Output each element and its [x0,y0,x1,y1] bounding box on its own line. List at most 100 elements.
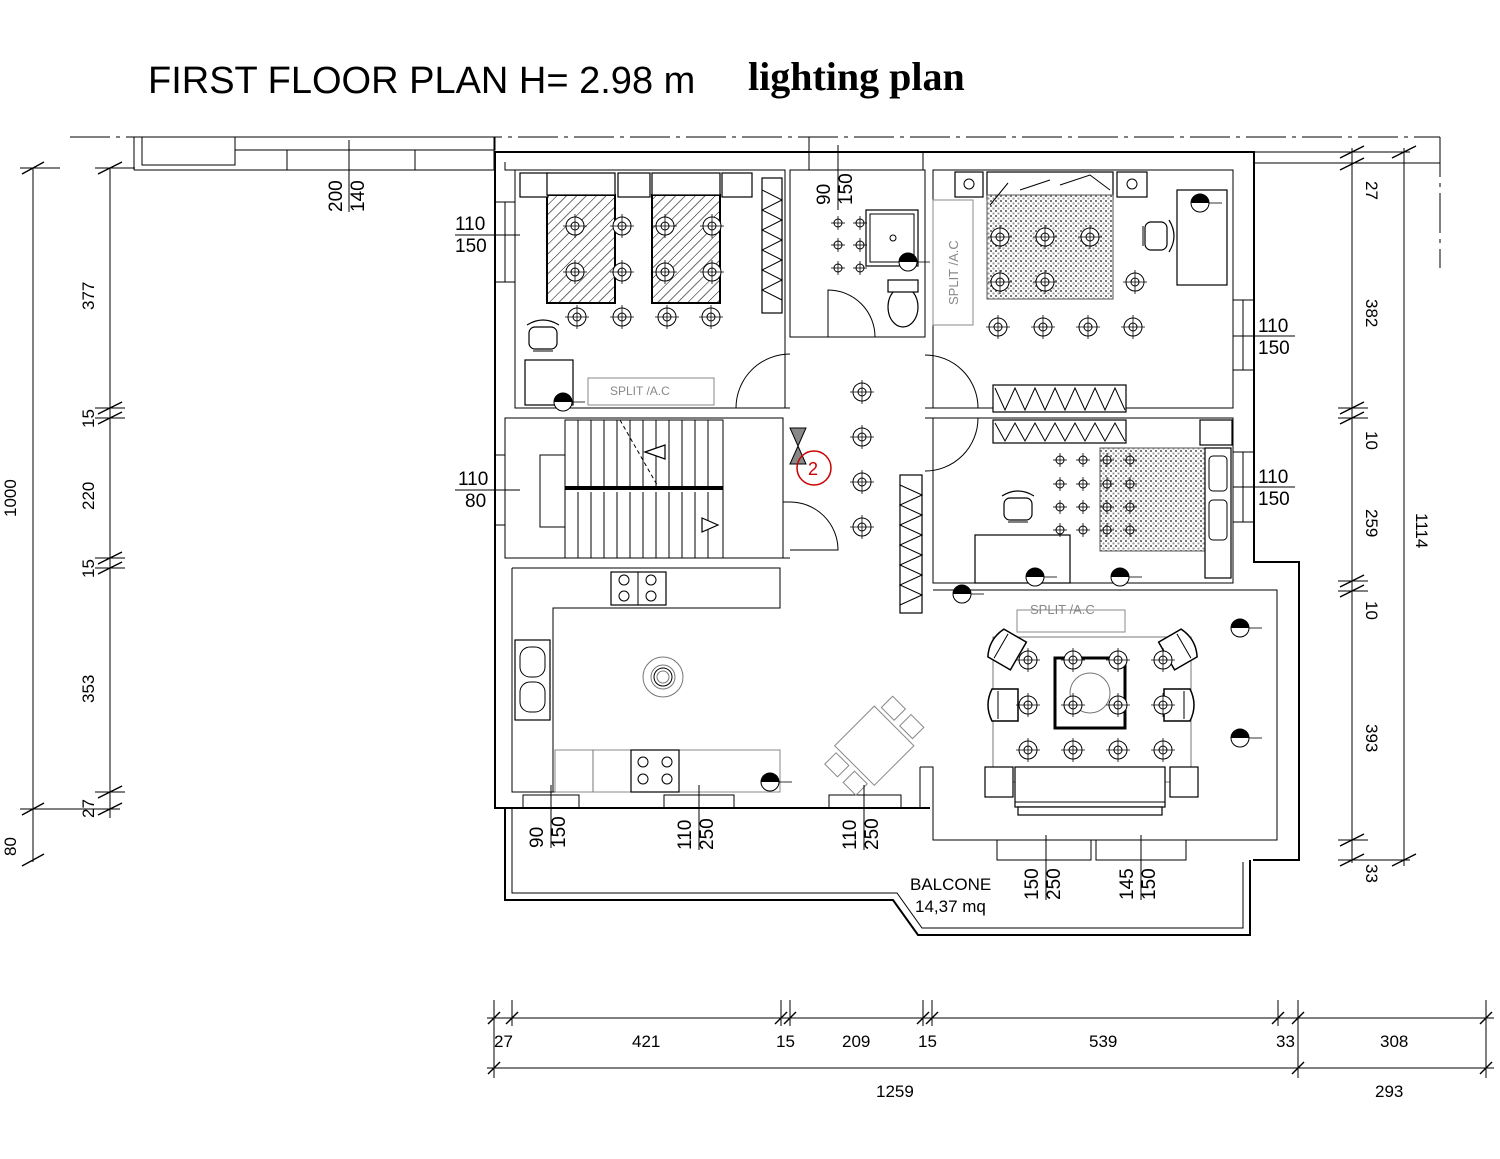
ceiling-light-icon [1015,737,1041,763]
opening-bottom-value: 150 [1258,489,1290,510]
ceiling-light-icon [1120,314,1146,340]
door-swings [735,289,979,559]
opening-bottom-value: 250 [697,818,718,850]
pendant-light-icon [653,667,673,687]
opening-bottom-value: 80 [465,491,486,512]
opening-top-value: 90 [814,184,835,205]
dimension-value: 15 [918,1032,937,1051]
ceiling-light-icon [985,314,1011,340]
spot-light-icon [830,215,846,231]
opening-annotations: 200 140 90 150 110 150 110 150 110 80 11… [326,140,1295,900]
stairs [539,419,724,559]
ceiling-light-icon [1105,737,1131,763]
balcony: BALCONE 14,37 mq [504,808,1251,936]
master-bedroom [954,171,1228,413]
dimension-value: 220 [79,482,98,510]
dimension-value: 1000 [1,479,20,517]
balcony-label: BALCONE [910,875,991,894]
plan-subtitle: lighting plan [748,54,965,99]
dimension-value: 259 [1362,509,1381,537]
dimension-value: 539 [1089,1032,1117,1051]
site-boundary [70,136,1441,268]
spot-light-icon [852,260,868,276]
dimension-value: 1259 [876,1082,914,1101]
living-room: SPLIT /A.C [824,602,1202,816]
ceiling-light-icon [1150,737,1176,763]
opening-bottom-value: 150 [1258,338,1290,359]
dining-set-ghost [824,695,925,796]
dimension-value: 382 [1362,299,1381,327]
opening-top-value: 200 [326,180,347,212]
ceiling-light-icon [564,304,590,330]
bedroom-3 [898,419,1233,614]
ceiling-light-icon [1060,647,1086,673]
opening-bottom-value: 250 [1044,868,1065,900]
dimension-value: 33 [1362,864,1381,883]
ceiling-light-icon [698,304,724,330]
dimension-value: 1114 [1412,513,1431,548]
opening-top-value: 150 [1022,868,1043,900]
split-ac-label-3: SPLIT /A.C [1030,602,1095,617]
dimension-value: 293 [1375,1082,1403,1101]
lighting-fixtures [553,193,1263,792]
opening-top-value: 110 [458,469,488,490]
split-ac-label-2: SPLIT /A.C [946,240,961,305]
opening-bottom-value: 150 [1139,868,1160,900]
ceiling-light-icon [849,424,875,450]
split-ac-label-1: SPLIT /A.C [610,384,670,398]
spot-light-icon [1075,522,1091,538]
ceiling-light-icon [1015,692,1041,718]
kitchen [514,571,781,793]
opening-bottom-value: 150 [836,173,857,205]
spot-light-icon [830,260,846,276]
balcony-area: 14,37 mq [915,897,986,916]
dimension-value: 15 [776,1032,795,1051]
dimension-value: 377 [79,282,98,310]
circuit-number-icon [796,450,832,486]
bottom-dimensions: 27 421 15 209 15 539 33 308 1259 293 [487,1000,1494,1101]
wall-light-icon [1230,728,1263,748]
ceiling-light-icon [609,304,635,330]
opening-top-value: 90 [527,827,548,848]
dimension-value: 27 [79,799,98,818]
dimension-value: 15 [79,559,98,578]
dimension-value: 10 [1362,601,1381,620]
opening-top-value: 110 [1258,316,1288,337]
spot-light-icon [852,237,868,253]
opening-top-value: 110 [455,214,485,235]
right-dimensions: 27 382 10 259 10 393 33 1114 [1338,145,1431,883]
opening-top-value: 110 [840,820,861,850]
dimension-value: 209 [842,1032,870,1051]
opening-top-value: 110 [1258,467,1288,488]
dimension-value: 10 [1362,431,1381,450]
ceiling-light-icon [1030,314,1056,340]
dimension-value: 80 [1,837,20,856]
circuit-marker: 2 [789,427,832,486]
ceiling-light-icon [849,514,875,540]
spot-light-icon [1075,499,1091,515]
ceiling-light-icon [1075,314,1101,340]
spot-light-icon [1052,476,1068,492]
opening-bottom-value: 150 [455,236,487,257]
wall-light-icon [952,584,985,604]
dimension-value: 33 [1276,1032,1295,1051]
bathroom: SPLIT /A.C [865,199,974,328]
circuit-number: 2 [808,459,818,479]
dimension-value: 308 [1380,1032,1408,1051]
spot-light-icon [1052,452,1068,468]
ceiling-light-icon [1060,737,1086,763]
dimension-value: 393 [1362,724,1381,752]
opening-top-value: 145 [1117,868,1138,900]
ceiling-light-icon [849,469,875,495]
bedroom-1: SPLIT /A.C [519,172,784,406]
opening-bottom-value: 140 [348,180,369,212]
opening-bottom-value: 150 [549,816,570,848]
ceiling-light-icon [1122,269,1148,295]
opening-bottom-value: 250 [862,818,883,850]
ceiling-light-icon [1060,692,1086,718]
spot-light-icon [1052,499,1068,515]
dimension-value: 27 [494,1032,513,1051]
spot-light-icon [852,215,868,231]
plan-title: FIRST FLOOR PLAN H= 2.98 m [148,60,695,102]
